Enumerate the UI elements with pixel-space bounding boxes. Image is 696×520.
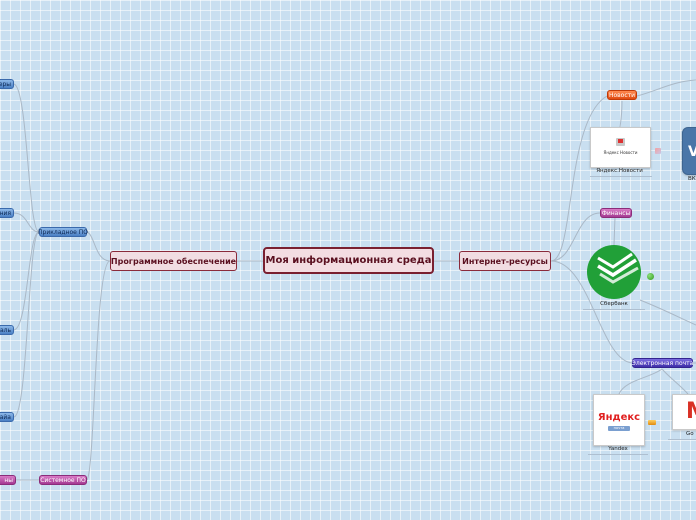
green-dot-icon[interactable] [647,273,654,280]
topic-internet-resources[interactable]: Интернет-ресурсы [459,251,551,271]
yandex-news-logo: Яндекс Новости [603,150,638,155]
yandex-mail-card[interactable]: Яндекс почта [593,394,645,446]
caption-underline [590,176,652,177]
vk-logo[interactable]: V [682,127,696,175]
gmail-card[interactable]: M [672,394,696,430]
subtopic-news[interactable]: Новости [607,90,637,100]
subtopic-applied-software[interactable]: Прикладное ПО [38,227,88,237]
subtopic-system-software[interactable]: Системное ПО [39,475,87,485]
newspaper-icon [616,138,625,146]
central-topic[interactable]: Моя информационная среда [263,247,434,274]
left-stub-4[interactable]: айа [0,412,14,422]
subtopic-email[interactable]: Электронная почта [631,358,694,368]
left-stub-5[interactable]: ны [0,475,16,485]
envelope-icon[interactable] [648,420,656,425]
caption-underline [668,439,696,440]
yandex-logo: Яндекс [597,412,641,423]
left-stub-2[interactable]: ния [0,208,14,218]
caption-underline [588,454,648,455]
caption-underline [583,309,645,310]
topic-software[interactable]: Программное обеспечение [110,251,237,271]
attachment-icon[interactable] [655,148,661,154]
gmail-logo: M [686,399,696,424]
subtopic-finance[interactable]: Финансы [600,208,632,218]
vk-logo-mark: V [688,144,696,160]
left-stub-3[interactable]: аль [0,325,14,335]
gmail-caption: Go [686,431,694,437]
yandex-mail-badge: почта [608,426,630,431]
sberbank-logo[interactable] [586,244,642,300]
yandex-mail-caption: Yandex [608,446,628,452]
yandex-news-card[interactable]: Яндекс Новости [590,127,651,168]
left-stub-1[interactable]: еры [0,79,14,89]
yandex-news-caption: Яндекс.Новости [596,168,643,174]
vk-caption: ВК [688,176,696,182]
sberbank-caption: Сбербанк [600,301,628,307]
